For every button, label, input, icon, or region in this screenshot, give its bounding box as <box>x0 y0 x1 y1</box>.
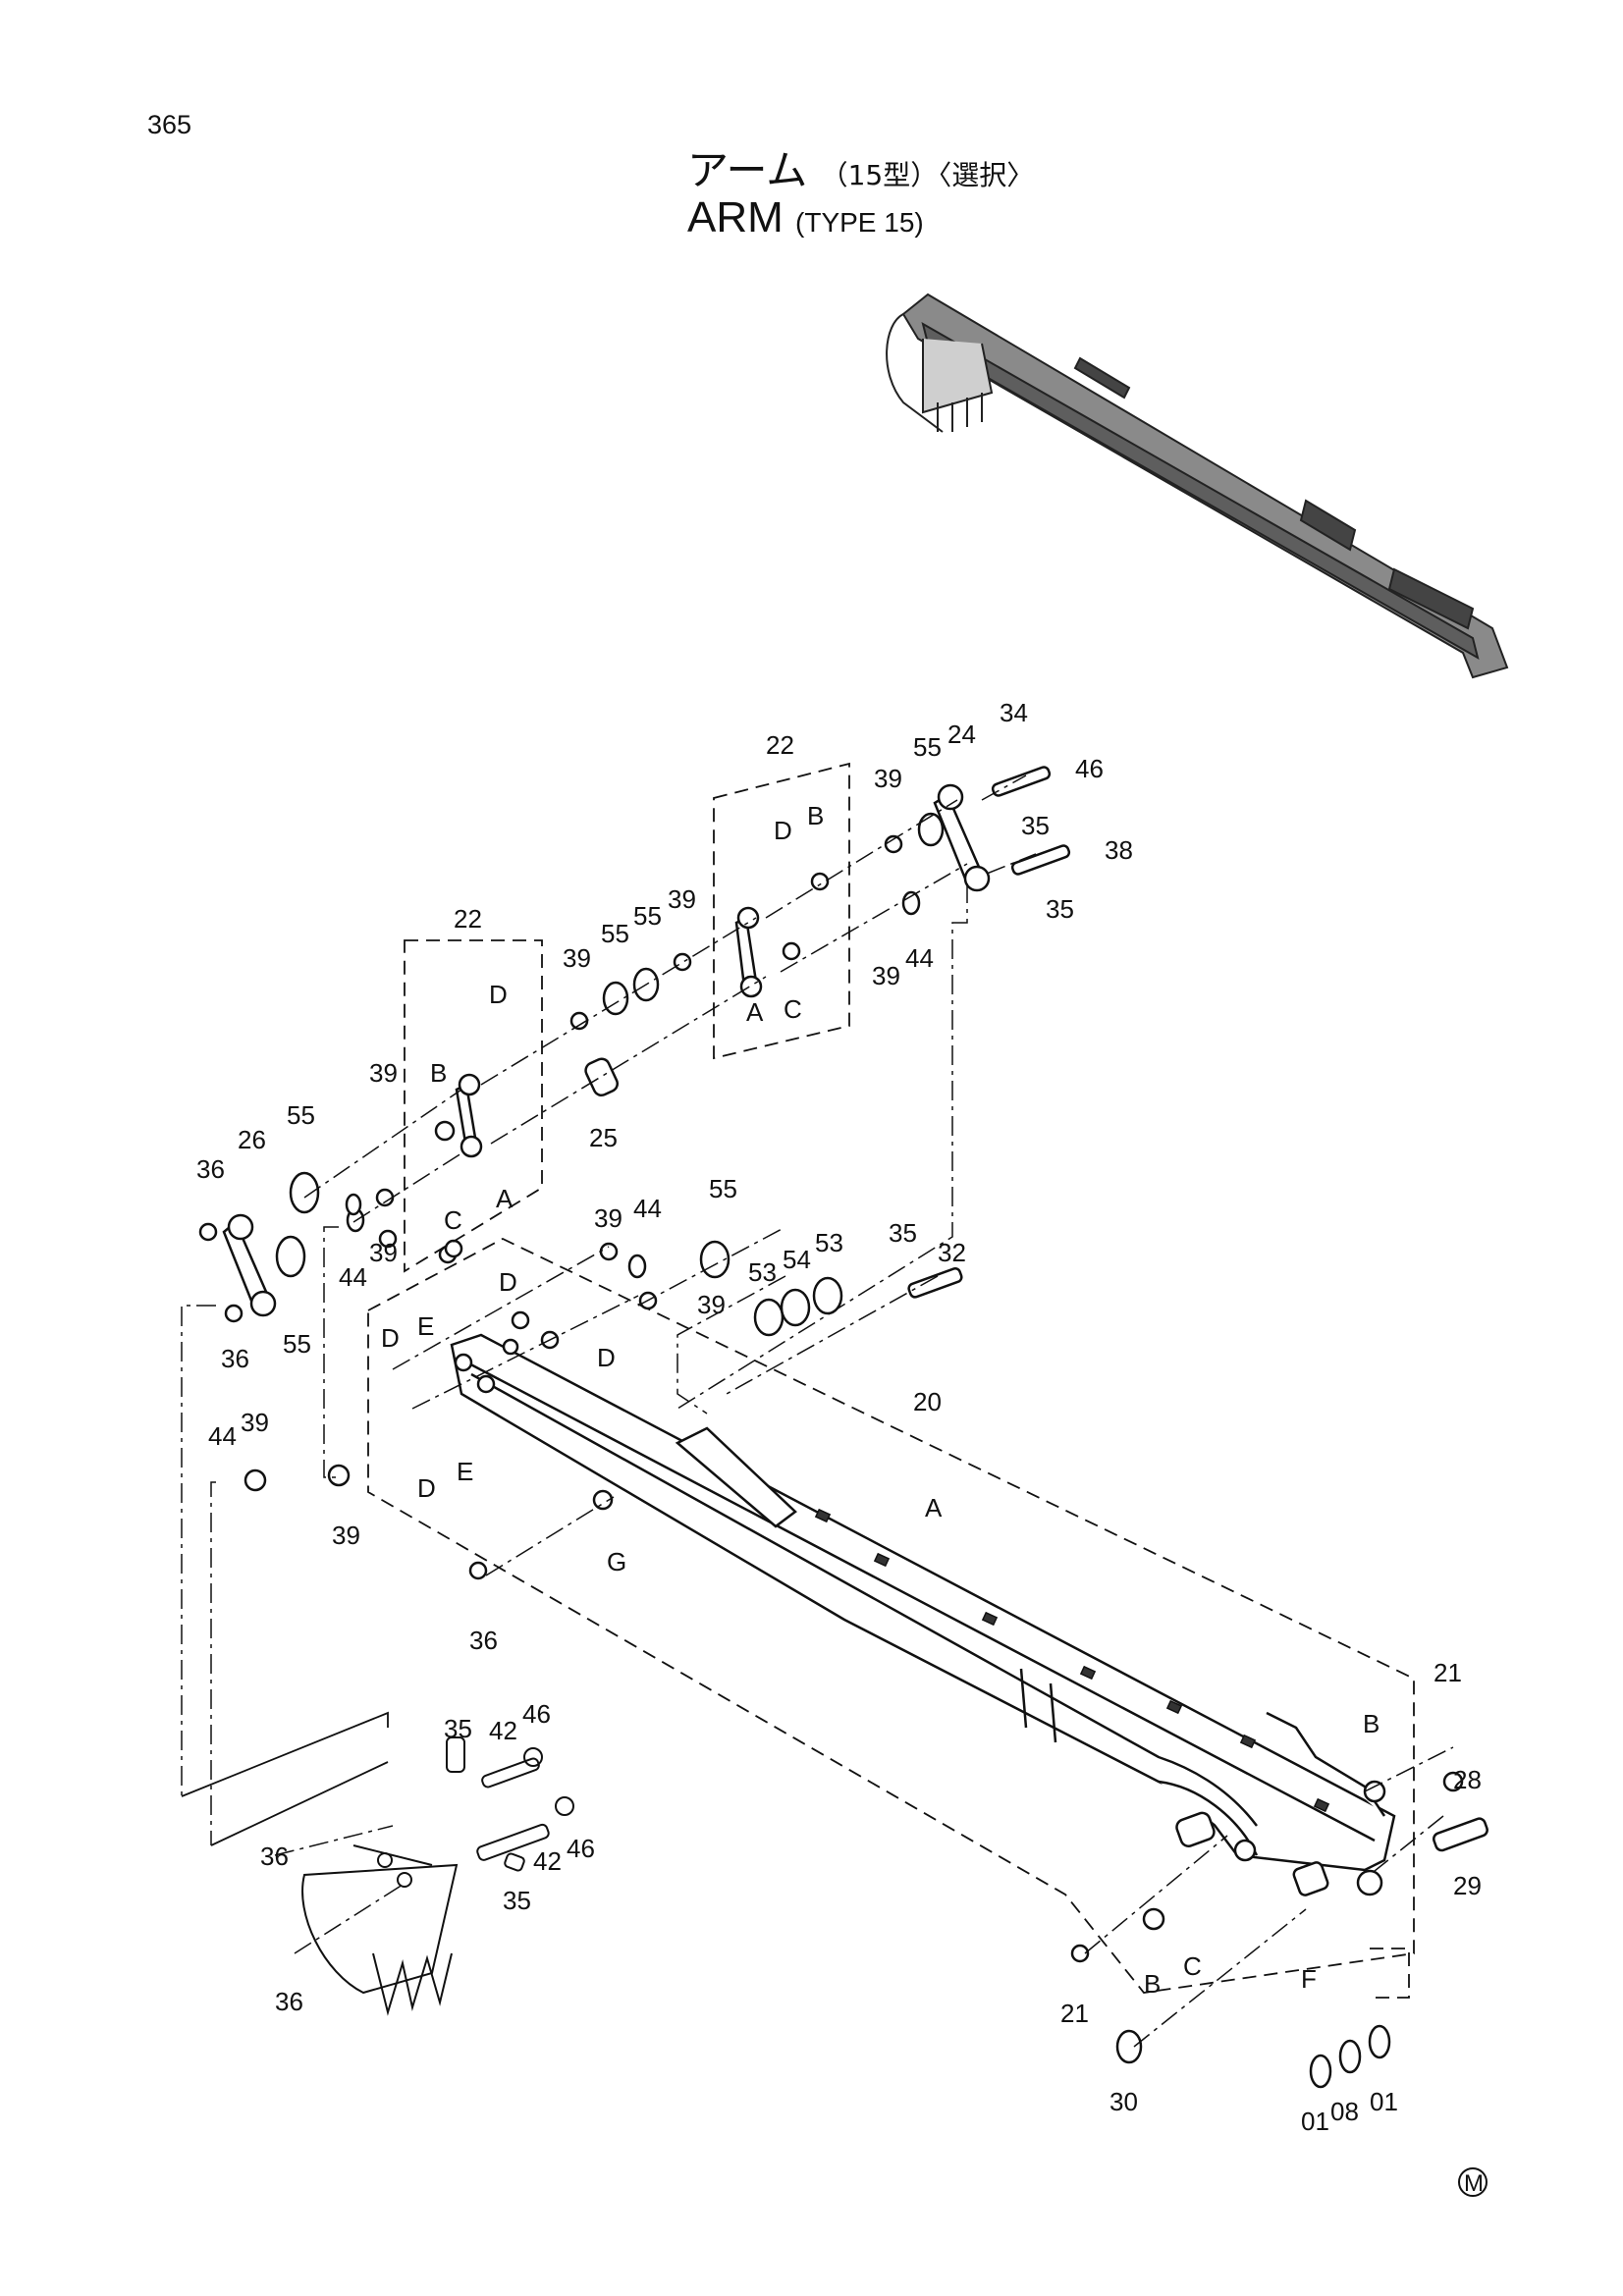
callout-D: D <box>417 1473 436 1503</box>
callout-53: 53 <box>815 1228 843 1257</box>
callout-55: 55 <box>709 1174 737 1203</box>
callout-D: D <box>381 1323 400 1353</box>
callout-32: 32 <box>938 1238 966 1267</box>
callout-44: 44 <box>339 1262 367 1292</box>
callout-D: D <box>489 980 508 1009</box>
title-japanese: アーム <box>687 146 808 194</box>
callout-B: B <box>807 801 824 830</box>
callout-A: A <box>496 1184 514 1213</box>
callout-F: F <box>1301 1964 1317 1994</box>
callout-35: 35 <box>503 1886 531 1915</box>
callout-36: 36 <box>196 1154 225 1184</box>
callout-55: 55 <box>601 919 629 948</box>
callout-01: 01 <box>1301 2107 1329 2136</box>
callout-25: 25 <box>589 1123 618 1152</box>
callout-22: 22 <box>454 904 482 934</box>
callout-labels: 34 46 22 55 24 39 D B 35 38 35 22 55 55 … <box>196 698 1482 2136</box>
callout-46: 46 <box>522 1699 551 1729</box>
arm-detail-marks <box>814 1508 1330 1813</box>
callout-39: 39 <box>594 1203 622 1233</box>
title-english-sub: (TYPE 15) <box>795 207 924 238</box>
callout-G: G <box>607 1547 626 1576</box>
page-title-english: ARM (TYPE 15) <box>687 193 924 242</box>
callout-39: 39 <box>668 884 696 914</box>
callout-C: C <box>784 994 802 1024</box>
callout-22: 22 <box>766 730 794 760</box>
callout-39: 39 <box>369 1058 398 1088</box>
callout-55: 55 <box>633 901 662 931</box>
callout-44: 44 <box>208 1421 237 1451</box>
arm-overview-illustration <box>886 293 1509 679</box>
callout-A: A <box>746 997 764 1027</box>
callout-39: 39 <box>874 764 902 793</box>
callout-44: 44 <box>905 943 934 973</box>
callout-42: 42 <box>489 1716 517 1745</box>
callout-39: 39 <box>697 1290 726 1319</box>
callout-36: 36 <box>275 1987 303 2016</box>
callout-08: 08 <box>1330 2097 1359 2126</box>
callout-34: 34 <box>1000 698 1028 727</box>
callout-44: 44 <box>633 1194 662 1223</box>
bucket-illustration <box>301 1736 574 2016</box>
callout-35: 35 <box>1021 811 1050 840</box>
callout-39: 39 <box>369 1238 398 1267</box>
callout-C: C <box>444 1205 462 1235</box>
callout-55: 55 <box>287 1100 315 1130</box>
page-number: 365 <box>147 110 192 139</box>
callout-24: 24 <box>947 720 976 749</box>
callout-46: 46 <box>1075 754 1104 783</box>
callout-36: 36 <box>221 1344 249 1373</box>
callout-D: D <box>597 1343 616 1372</box>
callout-39: 39 <box>241 1408 269 1437</box>
group-boundaries <box>367 762 1415 1999</box>
callout-E: E <box>457 1457 473 1486</box>
callout-26: 26 <box>238 1125 266 1154</box>
callout-01: 01 <box>1370 2087 1398 2116</box>
callout-46: 46 <box>567 1834 595 1863</box>
title-japanese-sub: （15型）〈選択〉 <box>820 159 1035 191</box>
callout-35: 35 <box>1046 894 1074 924</box>
manufacturer-mark: M <box>1458 2167 1488 2197</box>
callout-B: B <box>1363 1709 1380 1738</box>
callout-38: 38 <box>1105 835 1133 865</box>
callout-29: 29 <box>1453 1871 1482 1900</box>
callout-20: 20 <box>913 1387 942 1416</box>
callout-E: E <box>417 1311 434 1341</box>
callout-39: 39 <box>332 1521 360 1550</box>
page-title-japanese: アーム （15型）〈選択〉 <box>687 137 1034 197</box>
manufacturer-mark-letter: M <box>1464 2170 1484 2197</box>
callout-35: 35 <box>889 1218 917 1248</box>
callout-35: 35 <box>444 1714 472 1743</box>
callout-A: A <box>925 1493 943 1522</box>
callout-30: 30 <box>1109 2087 1138 2116</box>
callout-36: 36 <box>260 1842 289 1871</box>
callout-C: C <box>1183 1951 1202 1981</box>
bucket-bracket <box>181 1711 389 1846</box>
callout-B: B <box>430 1058 447 1088</box>
callout-55: 55 <box>283 1329 311 1359</box>
callout-54: 54 <box>783 1245 811 1274</box>
assembly-lines <box>181 774 1454 2048</box>
link-parts <box>198 766 1488 2089</box>
callout-28: 28 <box>1453 1765 1482 1794</box>
callout-D: D <box>499 1267 517 1297</box>
callout-39: 39 <box>563 943 591 973</box>
callout-D: D <box>774 816 792 845</box>
callout-39: 39 <box>872 961 900 990</box>
callout-B: B <box>1144 1969 1161 1999</box>
callout-55: 55 <box>913 732 942 762</box>
arm-body <box>450 1333 1396 1896</box>
callout-21: 21 <box>1434 1658 1462 1687</box>
callout-36: 36 <box>469 1626 498 1655</box>
callout-53: 53 <box>748 1257 777 1287</box>
callout-42: 42 <box>533 1846 562 1876</box>
title-english: ARM <box>687 193 784 241</box>
callout-21: 21 <box>1060 1999 1089 2028</box>
